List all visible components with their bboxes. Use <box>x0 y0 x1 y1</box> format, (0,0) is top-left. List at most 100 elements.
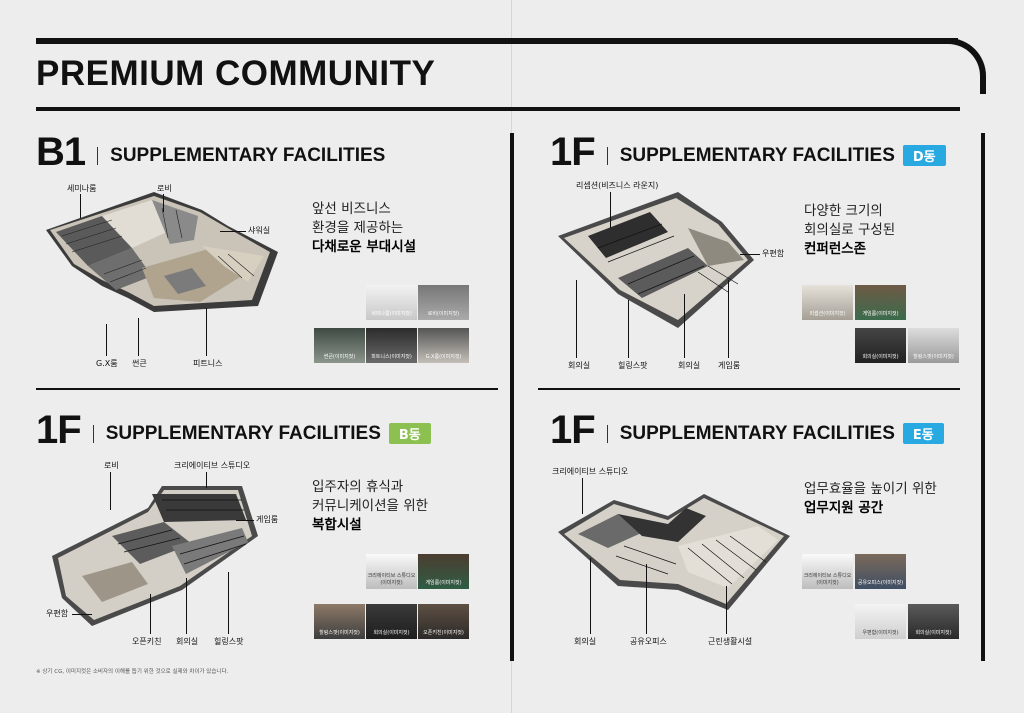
thumb-caption: 크리에이티브 스튜디오(이미지컷) <box>803 573 852 586</box>
leader-game <box>236 520 254 521</box>
thumb-creative-studio: 크리에이티브 스튜디오(이미지컷) <box>802 554 853 589</box>
label-meeting: 회의실 <box>568 361 591 370</box>
thumb-caption: 게임룸(이미지컷) <box>425 580 462 586</box>
right-row-divider <box>538 388 960 390</box>
thumb-caption: 회의실(이미지컷) <box>915 630 952 636</box>
desc-line: 입주자의 휴식과 <box>312 479 404 495</box>
header-separator <box>606 146 608 165</box>
leader-mailroom <box>740 254 760 255</box>
label-mailroom: 우편함 <box>46 609 69 618</box>
thumb-sunken: 썬큰(이미지컷) <box>314 328 365 363</box>
thumb-seminar: 세미나룸(이미지컷) <box>366 285 417 320</box>
building-tag-b: B동 <box>388 423 431 444</box>
thumb-caption: 세미나룸(이미지컷) <box>371 311 412 317</box>
thumb-game: 게임룸(이미지컷) <box>418 554 469 589</box>
leader-lobby <box>110 472 111 510</box>
panel-1f-e: 1F SUPPLEMENTARY FACILITIES E동 크리에이티브 스튜… <box>550 408 960 660</box>
label-healing: 힐링스팟 <box>618 361 648 370</box>
desc-line-bold: 업무지원 공간 <box>804 500 884 516</box>
leader-sunken <box>138 318 139 356</box>
panel-e-header: 1F SUPPLEMENTARY FACILITIES E동 <box>550 408 944 453</box>
leader-neighborhood <box>726 586 727 634</box>
leader-healing <box>628 300 629 358</box>
thumb-caption: 피트니스(이미지컷) <box>371 354 412 360</box>
page-title: PREMIUM COMMUNITY <box>36 54 436 93</box>
label-fitness: 피트니스 <box>193 359 223 368</box>
thumb-shared-office: 공유오피스(이미지컷) <box>855 554 906 589</box>
desc-line: 환경을 제공하는 <box>312 220 404 236</box>
thumb-caption: 크리에이티브 스튜디오(이미지컷) <box>367 573 416 586</box>
desc-line: 업무효율을 높이기 위한 <box>804 481 937 497</box>
panel-b1-header: B1 SUPPLEMENTARY FACILITIES <box>36 130 385 175</box>
left-row-divider <box>36 388 498 390</box>
level-label: 1F <box>36 408 82 452</box>
label-open-kitchen: 오픈키친 <box>132 637 162 646</box>
thumb-caption: 리셉션(이미지컷) <box>809 311 846 317</box>
header-separator <box>92 424 94 443</box>
building-tag-e: E동 <box>902 423 944 444</box>
leader-meeting <box>590 558 591 634</box>
label-meeting-2: 회의실 <box>678 361 701 370</box>
thumb-caption: 공유오피스(이미지컷) <box>857 580 904 586</box>
top-frame-corner <box>930 38 986 94</box>
level-label: B1 <box>36 130 86 174</box>
center-divider <box>510 133 514 661</box>
d-floor-plan <box>558 192 754 328</box>
label-neighborhood: 근린생활시설 <box>708 637 753 646</box>
right-edge-bar <box>981 133 985 661</box>
leader-shower <box>220 231 246 232</box>
b-floor-plan <box>52 486 258 626</box>
label-game: 게임룸 <box>256 515 279 524</box>
label-shower: 샤워실 <box>248 226 271 235</box>
desc-line-bold: 복합시설 <box>312 517 362 533</box>
label-meeting: 회의실 <box>574 637 597 646</box>
label-gx: G.X룸 <box>96 359 118 368</box>
leader-meeting-2 <box>684 294 685 358</box>
label-game: 게임룸 <box>718 361 741 370</box>
thumb-lobby: 로비(이미지컷) <box>418 285 469 320</box>
leader-meeting <box>186 578 187 634</box>
thumb-healing: 힐링스팟(이미지컷) <box>314 604 365 639</box>
leader-meeting <box>576 280 577 358</box>
thumb-meeting: 회의실(이미지컷) <box>366 604 417 639</box>
panel-d-description: 다양한 크기의 회의실로 구성된 컨퍼런스존 <box>804 202 895 259</box>
leader-creative-studio <box>206 472 207 488</box>
desc-line: 회의실로 구성된 <box>804 222 896 238</box>
thumb-caption: 썬큰(이미지컷) <box>323 354 356 360</box>
label-lobby: 로비 <box>104 461 119 470</box>
thumb-gx: G.X룸(이미지컷) <box>418 328 469 363</box>
label-seminar: 세미나룸 <box>67 184 97 193</box>
top-frame-line <box>36 38 958 44</box>
leader-creative-studio <box>582 478 583 514</box>
panel-b-header: 1F SUPPLEMENTARY FACILITIES B동 <box>36 408 431 453</box>
label-creative-studio: 크리에이티브 스튜디오 <box>174 461 251 470</box>
building-tag-d: D동 <box>902 145 946 166</box>
thumb-caption: 힐링스팟(이미지컷) <box>319 630 360 636</box>
leader-healing <box>228 572 229 634</box>
thumb-game: 게임룸(이미지컷) <box>855 285 906 320</box>
desc-line: 다양한 크기의 <box>804 203 883 219</box>
thumb-meeting: 회의실(이미지컷) <box>855 328 906 363</box>
thumb-fitness: 피트니스(이미지컷) <box>366 328 417 363</box>
panel-d-header: 1F SUPPLEMENTARY FACILITIES D동 <box>550 130 946 175</box>
thumb-caption: 우편함(이미지컷) <box>862 630 899 636</box>
thumb-creative-studio: 크리에이티브 스튜디오(이미지컷) <box>366 554 417 589</box>
leader-reception <box>610 192 611 228</box>
thumb-mailroom: 우편함(이미지컷) <box>855 604 906 639</box>
thumb-caption: 회의실(이미지컷) <box>862 354 899 360</box>
thumb-reception: 리셉션(이미지컷) <box>802 285 853 320</box>
label-meeting: 회의실 <box>176 637 199 646</box>
thumb-caption: G.X룸(이미지컷) <box>425 354 462 360</box>
level-label: 1F <box>550 130 596 174</box>
panel-heading: SUPPLEMENTARY FACILITIES <box>619 144 895 166</box>
panel-1f-d: 1F SUPPLEMENTARY FACILITIES D동 리셉션(비즈니스 … <box>550 130 960 380</box>
desc-line-bold: 컨퍼런스존 <box>804 241 867 257</box>
thumb-open-kitchen: 오픈키친(이미지컷) <box>418 604 469 639</box>
panel-heading: SUPPLEMENTARY FACILITIES <box>619 422 895 444</box>
header-separator <box>97 146 99 165</box>
label-healing: 힐링스팟 <box>214 637 244 646</box>
leader-shared-office <box>646 564 647 634</box>
label-reception: 리셉션(비즈니스 라운지) <box>576 181 659 190</box>
panel-e-description: 업무효율을 높이기 위한 업무지원 공간 <box>804 480 937 518</box>
thumb-meeting: 회의실(이미지컷) <box>908 604 959 639</box>
